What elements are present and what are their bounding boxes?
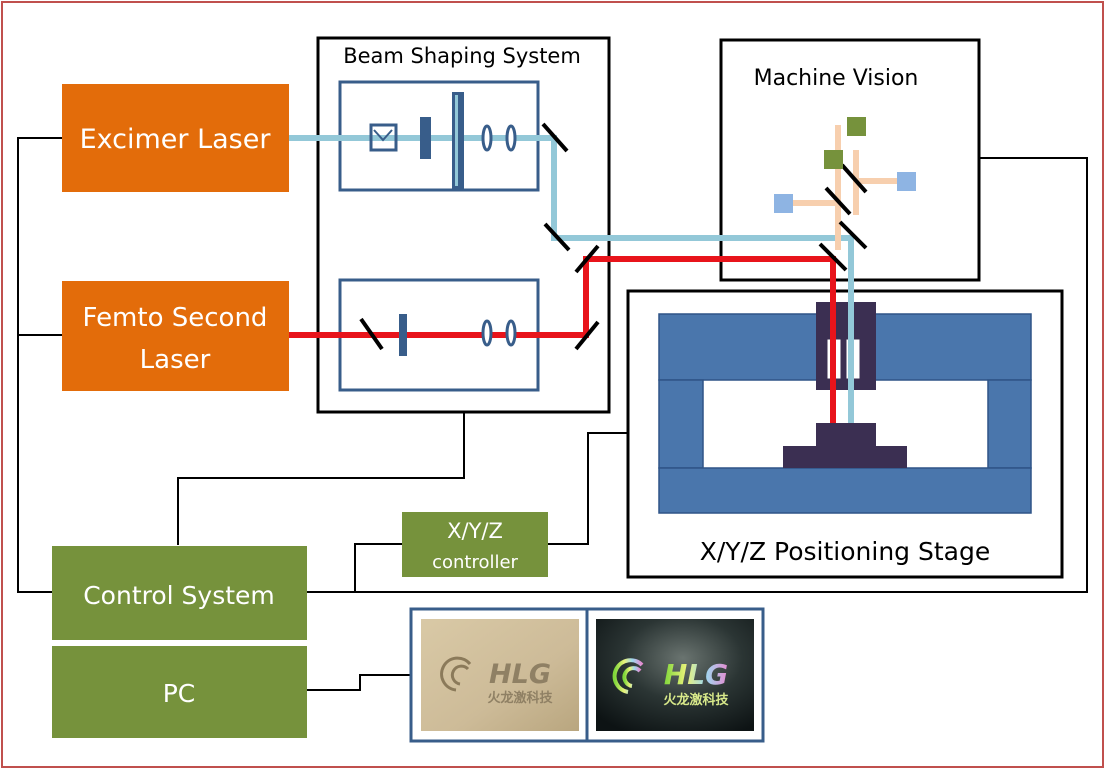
xyz-controller-label-line2: controller (432, 552, 518, 573)
wire-beamshaping-to-control (177, 413, 465, 545)
camera-square-icon (824, 150, 843, 169)
mirror-fs-2 (574, 320, 600, 351)
uv-beam (289, 135, 854, 423)
camera-square-icon (774, 194, 793, 213)
mirror-vision-4 (840, 163, 868, 194)
mirror-fs-1 (359, 317, 384, 351)
uv-lens-icon (481, 124, 493, 152)
excimer-laser-box (62, 84, 289, 192)
mirror-icons (359, 122, 868, 351)
sample-holder-top (816, 423, 876, 447)
uv-mask-inner (455, 95, 458, 186)
attenuator-icon (369, 123, 398, 152)
machine-vision-title: Machine Vision (754, 66, 919, 91)
sample-subtitle-colorful: 火龙激科技 (663, 692, 729, 708)
camera-square-icon (847, 117, 866, 136)
femto-laser-label-line1: Femto Second (83, 303, 268, 333)
fs-lens-icon (481, 319, 493, 347)
mirror-vision-3 (824, 186, 852, 216)
camera-square-icon (897, 172, 916, 191)
wire-vision-to-control (307, 157, 1088, 593)
excimer-laser-label: Excimer Laser (80, 124, 272, 155)
sample-image-colorful: HLG 火龙激科技 (596, 619, 754, 731)
mirror-vision-1 (818, 242, 848, 272)
mirror-fs-3 (574, 244, 600, 274)
pc-label: PC (163, 679, 196, 708)
wire-control-to-xyz-controller (354, 543, 402, 592)
wire-excimer-to-control (17, 137, 62, 593)
swirl-logo-icon (612, 658, 644, 694)
control-system-label: Control System (83, 581, 275, 610)
uv-lens-icon (505, 124, 517, 152)
sample-brand-colorful: HLG (664, 658, 728, 691)
femto-laser-box (62, 281, 289, 391)
sample-image-dim: HLG 火龙激科技 (421, 619, 579, 731)
positioning-stage-label: X/Y/Z Positioning Stage (700, 537, 991, 566)
xyz-controller-label-line1: X/Y/Z (447, 519, 503, 543)
sample-brand-dim: HLG (489, 659, 551, 690)
mirror-vision-2 (838, 220, 868, 250)
sample-subtitle-dim: 火龙激科技 (487, 690, 553, 706)
beam-shaping-title: Beam Shaping System (343, 44, 581, 68)
pc-box (52, 646, 307, 738)
fs-lens-icon (505, 319, 517, 347)
fs-plate-icon (399, 314, 407, 356)
swirl-logo-icon (440, 656, 472, 692)
uv-plate-icon (420, 117, 431, 159)
control-system-box (52, 546, 307, 640)
mirror-uv-1 (541, 122, 569, 153)
wiring (17, 137, 1088, 691)
mirror-uv-2 (543, 222, 571, 252)
wire-xyz-controller-to-stage (548, 432, 628, 545)
xyz-controller-box (402, 512, 548, 577)
stage-frame (658, 313, 1032, 514)
wire-pc-to-samples (307, 674, 412, 691)
femto-laser-label-line2: Laser (140, 345, 211, 375)
sample-holder-base (783, 446, 907, 468)
